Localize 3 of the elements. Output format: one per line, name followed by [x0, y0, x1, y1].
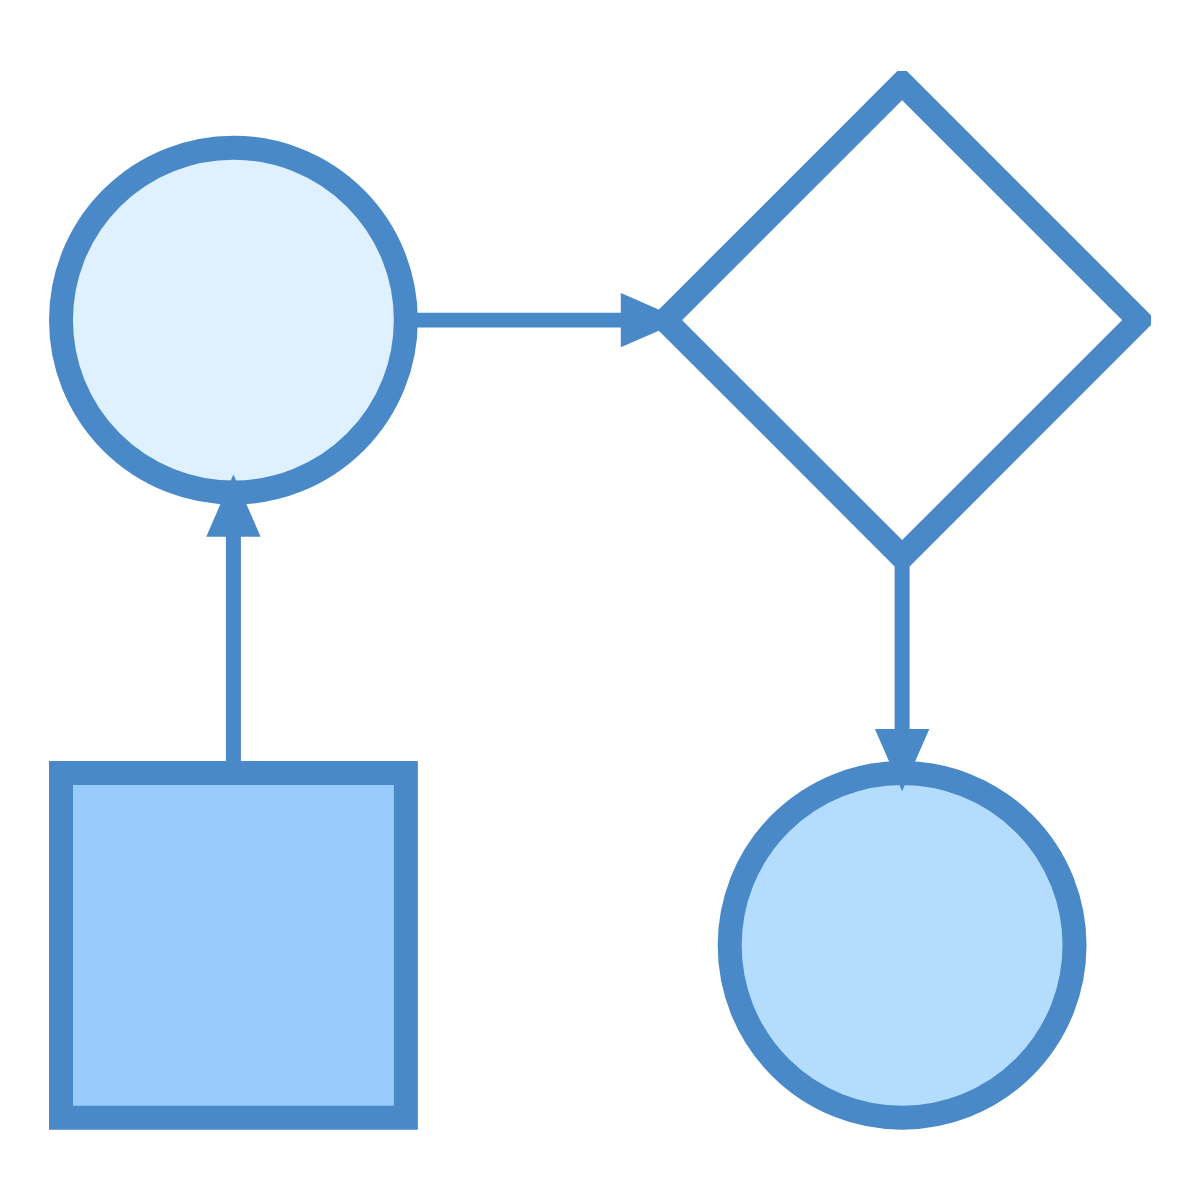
node-circle	[49, 135, 418, 505]
node-circle	[717, 760, 1087, 1130]
node-box	[49, 760, 418, 1130]
